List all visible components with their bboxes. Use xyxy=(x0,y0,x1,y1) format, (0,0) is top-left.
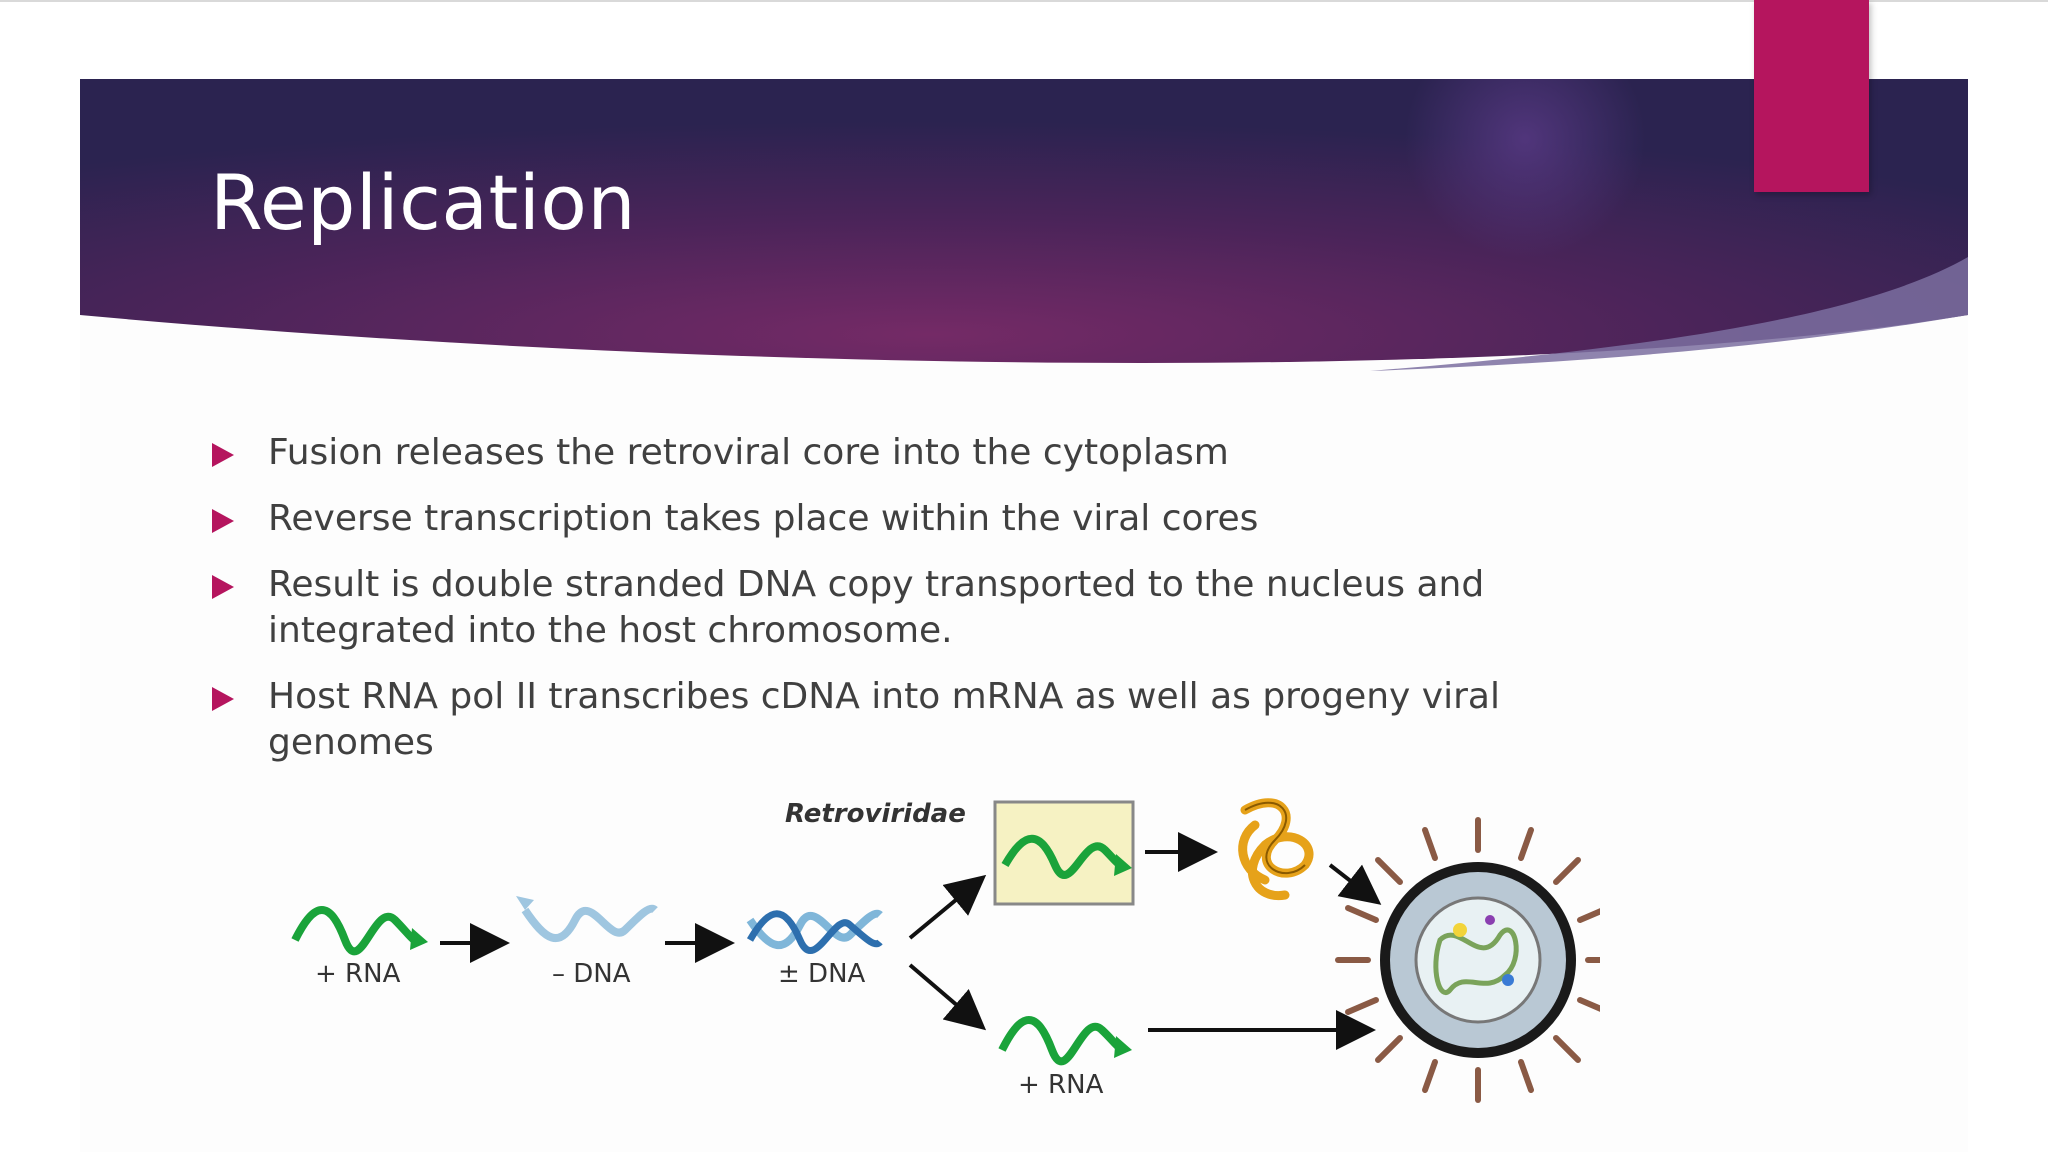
bullet-list: Fusion releases the retroviral core into… xyxy=(210,430,1630,786)
bullet-item: Fusion releases the retroviral core into… xyxy=(210,430,1630,476)
arrow-protein-to-virion xyxy=(1328,863,1382,905)
arrow-to-mrna-box xyxy=(908,874,987,940)
bullet-item: Result is double stranded DNA copy trans… xyxy=(210,562,1630,654)
bullet-arrow-icon xyxy=(212,509,234,533)
title-banner xyxy=(80,79,1968,381)
label-minus-dna: – DNA xyxy=(552,959,631,989)
dna-wave-negative xyxy=(516,896,658,943)
label-plus-rna-end: + RNA xyxy=(1018,1070,1104,1100)
label-plus-rna-start: + RNA xyxy=(315,959,401,989)
accent-tab xyxy=(1754,0,1869,192)
bullet-item: Host RNA pol II transcribes cDNA into mR… xyxy=(210,674,1630,766)
double-strand-dna xyxy=(746,909,883,954)
protein-outline xyxy=(1244,801,1306,875)
bullet-text: Result is double stranded DNA copy trans… xyxy=(268,564,1485,651)
top-rule xyxy=(0,0,2048,2)
bullet-text: Reverse transcription takes place within… xyxy=(268,498,1259,539)
bullet-arrow-icon xyxy=(212,575,234,599)
figure-title: Retroviridae xyxy=(785,799,966,829)
arrow-to-rna-genome xyxy=(908,963,987,1031)
label-plusminus-dna: ± DNA xyxy=(778,959,866,989)
slide-title: Replication xyxy=(210,158,637,247)
bullet-text: Host RNA pol II transcribes cDNA into mR… xyxy=(268,676,1500,763)
rna-wave-end xyxy=(998,1016,1132,1066)
mrna-wave xyxy=(1001,834,1132,879)
bullet-item: Reverse transcription takes place within… xyxy=(210,496,1630,542)
retroviridae-diagram: Retroviridae + RNA – DNA ± DNA xyxy=(280,770,1621,1110)
virion-icon xyxy=(1335,817,1621,1103)
bullet-arrow-icon xyxy=(212,443,234,467)
bullet-arrow-icon xyxy=(212,687,234,711)
bullet-text: Fusion releases the retroviral core into… xyxy=(268,432,1229,473)
rna-wave-start xyxy=(291,906,428,956)
protein-icon xyxy=(1238,798,1314,900)
